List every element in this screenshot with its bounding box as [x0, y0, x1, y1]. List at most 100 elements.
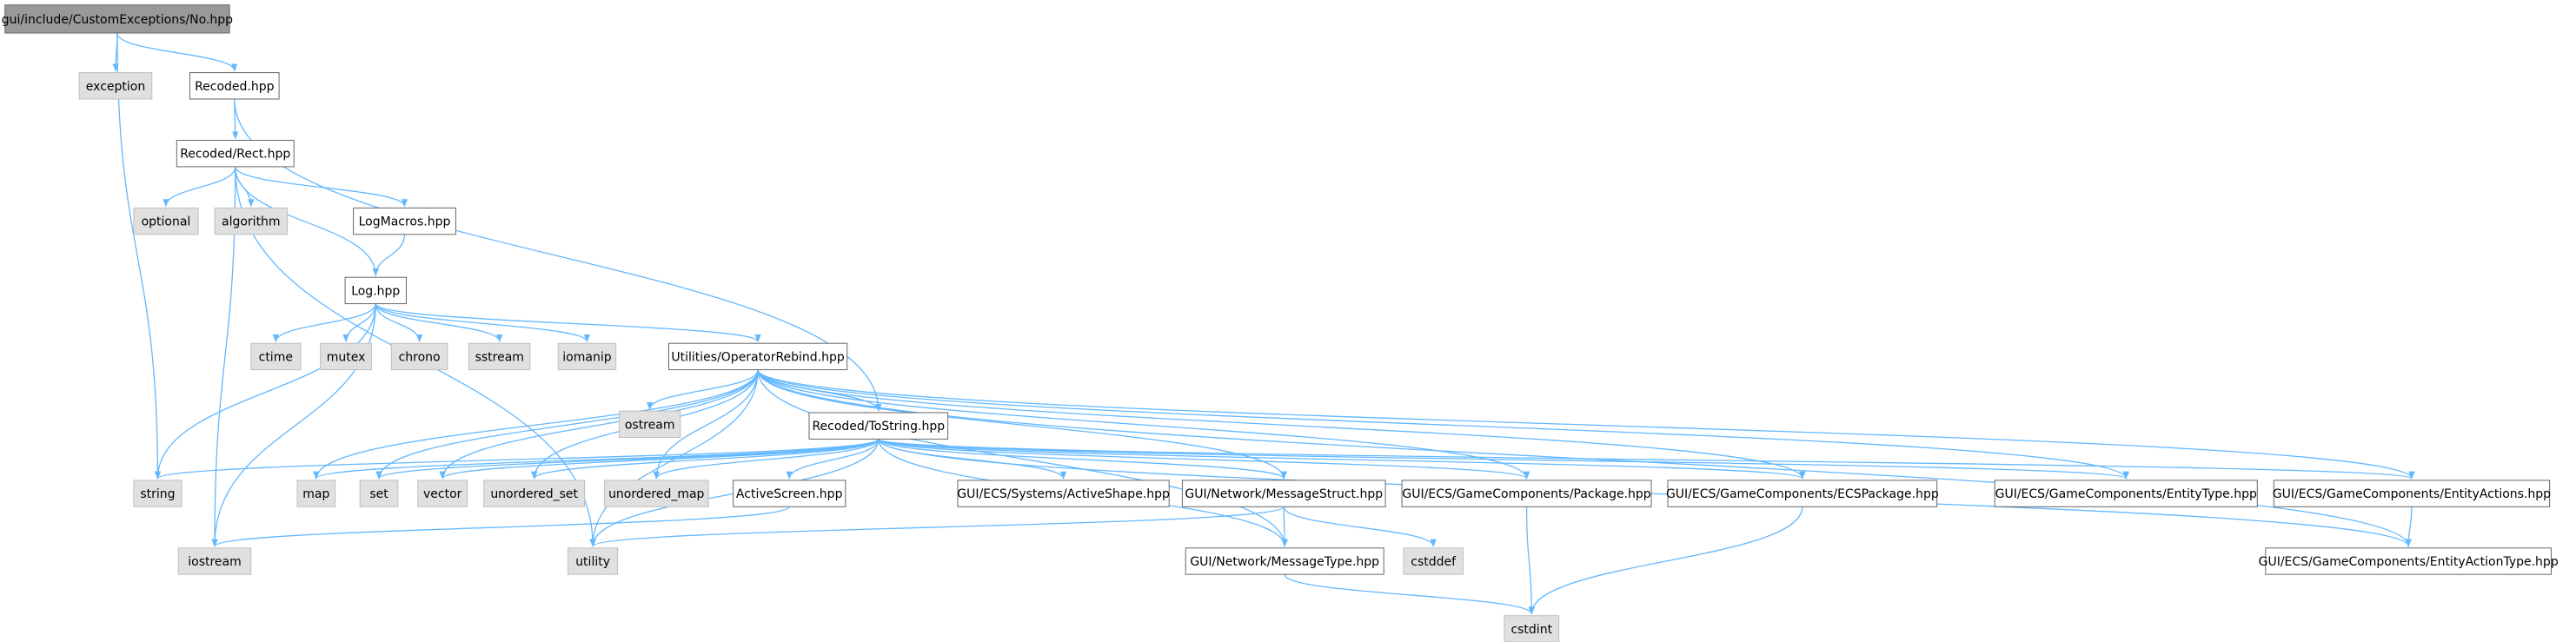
- node-label-package: GUI/ECS/GameComponents/Package.hpp: [1402, 487, 1650, 501]
- node-log[interactable]: Log.hpp: [344, 276, 407, 305]
- node-cstdint: cstdint: [1504, 615, 1560, 642]
- node-map: map: [296, 480, 336, 507]
- node-ostream: ostream: [619, 410, 681, 439]
- node-umap: unordered_map: [603, 480, 709, 507]
- node-label-entitytype: GUI/ECS/GameComponents/EntityType.hpp: [1995, 487, 2257, 501]
- edge-oprebind-to-msgstruct: [757, 369, 1287, 480]
- node-label-cstddef: cstddef: [1411, 555, 1457, 569]
- edge-msgstruct-to-utility: [589, 506, 1285, 547]
- node-box-entityactions: [2273, 480, 2551, 507]
- node-label-algorithm: algorithm: [222, 215, 281, 229]
- node-label-ostream: ostream: [625, 418, 675, 432]
- node-label-entityactiontype: GUI/ECS/GameComponents/EntityActionType.…: [2259, 555, 2559, 569]
- edge-rect-to-iostream: [211, 166, 236, 547]
- node-label-cstdint: cstdint: [1510, 623, 1552, 637]
- node-label-activeshape: GUI/ECS/Systems/ActiveShape.hpp: [957, 487, 1170, 501]
- edge-tostring-to-vector: [439, 438, 880, 480]
- node-oprebind[interactable]: Utilities/OperatorRebind.hpp: [668, 342, 848, 371]
- node-ecspackage[interactable]: GUI/ECS/GameComponents/ECSPackage.hpp: [1666, 480, 1939, 507]
- node-box-map: [296, 480, 336, 507]
- node-entityactions[interactable]: GUI/ECS/GameComponents/EntityActions.hpp: [2273, 480, 2551, 507]
- edge-oprebind-to-ecspackage: [757, 369, 1806, 480]
- edge-oprebind-to-msgtype: [757, 369, 1288, 547]
- node-activeshape[interactable]: GUI/ECS/Systems/ActiveShape.hpp: [957, 480, 1170, 507]
- node-label-optional: optional: [142, 215, 191, 229]
- edge-oprebind-to-umap: [653, 369, 759, 480]
- edge-msgstruct-to-msgtype: [1281, 506, 1288, 547]
- node-label-vector: vector: [423, 487, 462, 501]
- edge-oprebind-to-vector: [439, 369, 759, 480]
- node-box-mutex: [320, 342, 373, 371]
- edge-oprebind-to-entityactiontype: [757, 369, 2412, 547]
- node-label-msgtype: GUI/Network/MessageType.hpp: [1190, 555, 1379, 569]
- edge-tostring-to-uset: [531, 438, 880, 480]
- edge-tostring-to-string: [155, 438, 880, 480]
- edge-tostring-to-package: [878, 438, 1530, 480]
- node-box-iomanip: [557, 342, 617, 371]
- node-logmacros[interactable]: LogMacros.hpp: [353, 207, 456, 235]
- node-string: string: [133, 480, 183, 507]
- node-package[interactable]: GUI/ECS/GameComponents/Package.hpp: [1401, 480, 1652, 507]
- node-box-log: [344, 276, 407, 305]
- node-tostring[interactable]: Recoded/ToString.hpp: [808, 412, 949, 440]
- node-activescreen[interactable]: ActiveScreen.hpp: [733, 480, 846, 507]
- node-label-exception: exception: [86, 80, 145, 94]
- node-box-sstream: [468, 342, 531, 371]
- node-box-uset: [483, 480, 586, 507]
- node-algorithm: algorithm: [214, 207, 289, 235]
- edge-root-to-string: [116, 32, 162, 480]
- edge-rect-to-log: [235, 166, 379, 277]
- node-uset: unordered_set: [483, 480, 586, 507]
- node-box-optional: [133, 207, 199, 235]
- node-box-activeshape: [957, 480, 1170, 507]
- node-box-recoded: [189, 72, 280, 100]
- edge-oprebind-to-map: [313, 369, 759, 480]
- node-label-ctime: ctime: [259, 350, 293, 364]
- node-root[interactable]: gui/include/CustomExceptions/No.hpp: [2, 4, 233, 34]
- edge-package-to-cstdint: [1525, 506, 1535, 615]
- node-label-tostring: Recoded/ToString.hpp: [812, 420, 945, 434]
- edge-ecspackage-to-cstdint: [1528, 506, 1803, 615]
- edge-log-to-oprebind: [375, 303, 761, 343]
- node-rect[interactable]: Recoded/Rect.hpp: [176, 140, 295, 168]
- edges-layer: [112, 32, 2415, 615]
- edge-msgstruct-to-cstddef: [1283, 506, 1437, 547]
- edge-tostring-to-entitytype: [878, 438, 2129, 480]
- node-entitytype[interactable]: GUI/ECS/GameComponents/EntityType.hpp: [1994, 480, 2258, 507]
- node-label-rect: Recoded/Rect.hpp: [180, 148, 290, 162]
- node-label-utility: utility: [575, 555, 610, 569]
- node-box-umap: [603, 480, 709, 507]
- node-box-cstddef: [1403, 547, 1464, 575]
- node-recoded[interactable]: Recoded.hpp: [189, 72, 280, 100]
- node-label-umap: unordered_map: [608, 487, 704, 501]
- node-box-algorithm: [214, 207, 289, 235]
- node-label-string: string: [140, 487, 175, 501]
- edge-oprebind-to-entityactions: [757, 369, 2415, 480]
- node-box-logmacros: [353, 207, 456, 235]
- node-label-oprebind: Utilities/OperatorRebind.hpp: [671, 350, 845, 364]
- node-msgstruct[interactable]: GUI/Network/MessageStruct.hpp: [1181, 480, 1386, 507]
- node-msgtype[interactable]: GUI/Network/MessageType.hpp: [1185, 547, 1384, 575]
- node-label-ecspackage: GUI/ECS/GameComponents/ECSPackage.hpp: [1666, 487, 1939, 501]
- edge-rect-to-logmacros: [235, 166, 408, 208]
- node-box-ctime: [250, 342, 302, 371]
- node-box-oprebind: [668, 342, 848, 371]
- node-iomanip: iomanip: [557, 342, 617, 371]
- node-box-rect: [176, 140, 295, 168]
- node-entityactiontype[interactable]: GUI/ECS/GameComponents/EntityActionType.…: [2259, 547, 2559, 575]
- node-box-cstdint: [1504, 615, 1560, 642]
- edge-root-to-recoded: [116, 32, 238, 72]
- node-label-uset: unordered_set: [490, 487, 578, 501]
- node-exception: exception: [78, 72, 153, 100]
- edge-oprebind-to-set: [375, 369, 759, 480]
- edge-log-to-ctime: [272, 303, 376, 343]
- node-box-set: [359, 480, 399, 507]
- node-box-msgstruct: [1181, 480, 1386, 507]
- node-ctime: ctime: [250, 342, 302, 371]
- node-label-log: Log.hpp: [351, 284, 400, 298]
- node-box-utility: [568, 547, 619, 575]
- node-set: set: [359, 480, 399, 507]
- edge-log-to-iomanip: [375, 303, 590, 343]
- edge-entityactions-to-entityactiontype: [2405, 506, 2413, 547]
